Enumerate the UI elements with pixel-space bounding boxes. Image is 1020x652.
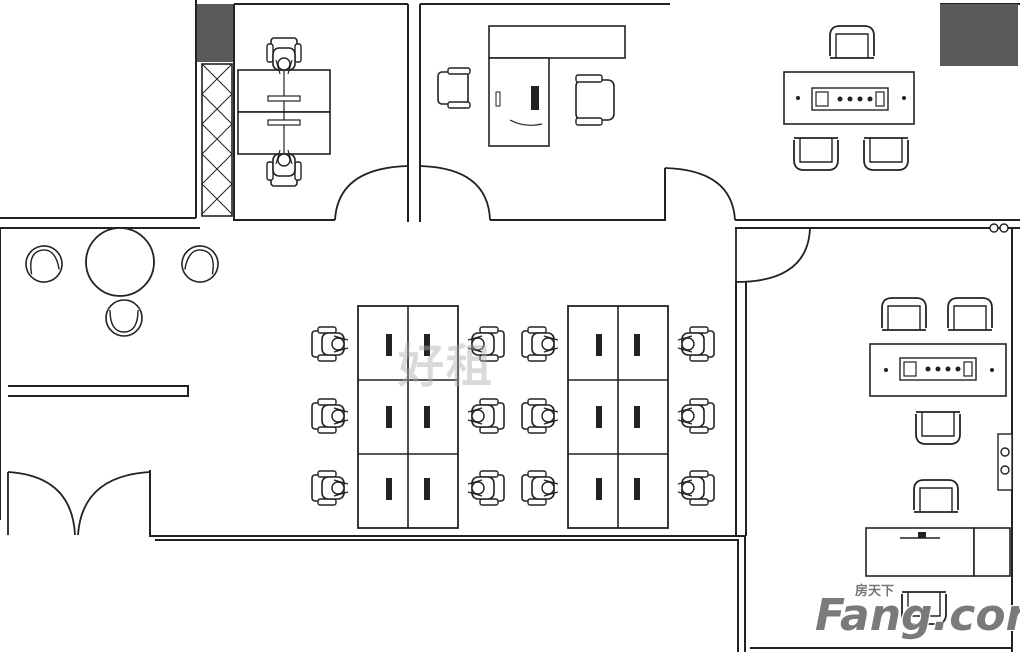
doors — [7, 165, 811, 536]
column-top-left — [197, 4, 233, 62]
watermark-center: 好租 — [398, 339, 494, 393]
manager-office — [437, 25, 626, 147]
workstation-cluster-left — [311, 305, 505, 529]
workstation-cluster-right — [521, 305, 715, 529]
column-top-right — [940, 4, 1018, 66]
meeting-table-right — [869, 297, 1007, 445]
workstation-pair — [237, 37, 331, 187]
watermark-logo: Fang.com — [815, 590, 1020, 641]
watermark-logo-small: 房天下 — [855, 584, 895, 599]
outlet-symbols — [989, 223, 1013, 491]
meeting-table-top — [783, 25, 915, 171]
desk-right-room — [865, 479, 1011, 625]
lounge — [22, 227, 222, 337]
shaft-hatch — [201, 63, 233, 217]
